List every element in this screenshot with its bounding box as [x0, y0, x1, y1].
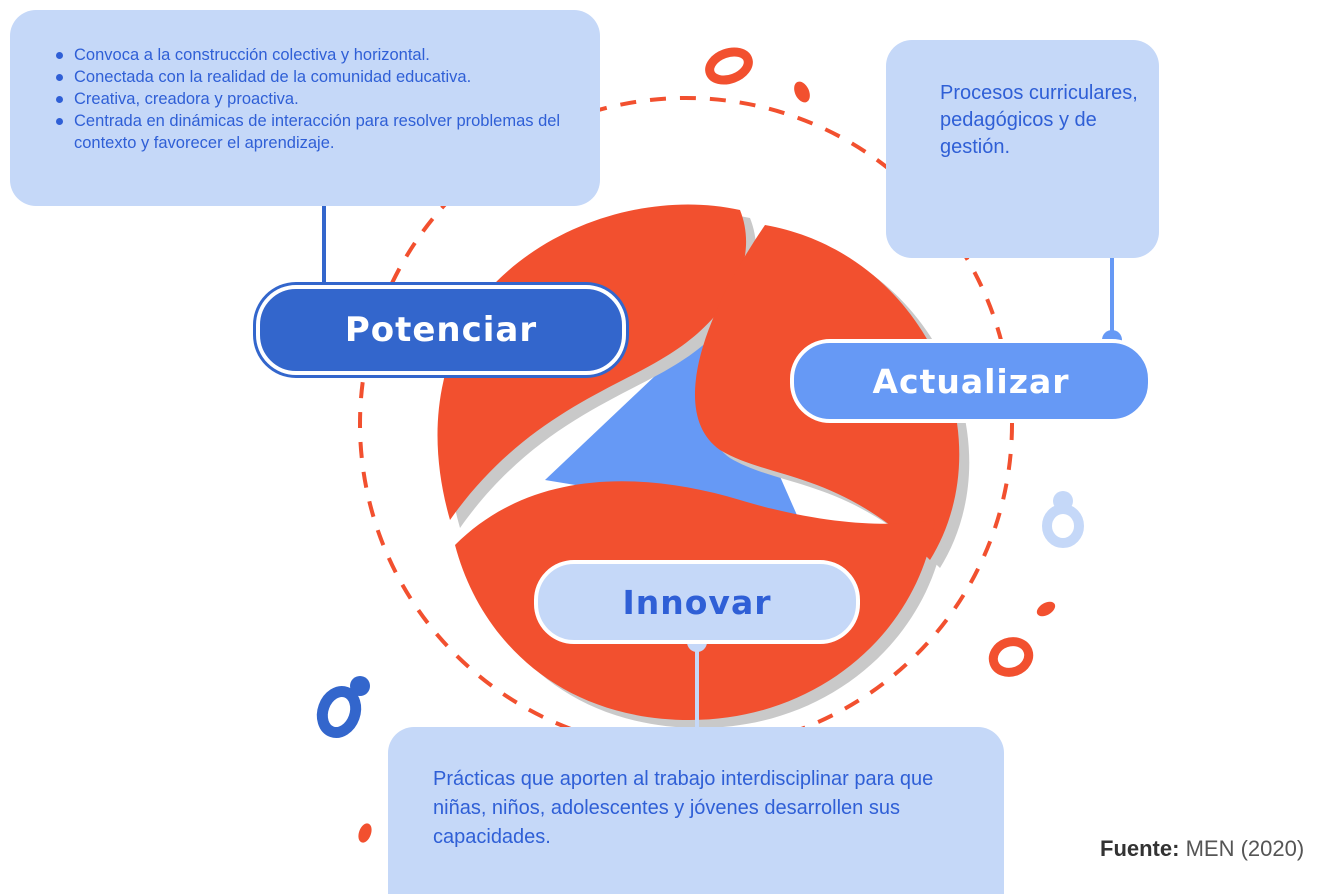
deco-ring-orange-top: [705, 47, 753, 85]
potenciar-bullet-list: Convoca a la construcción colectiva y ho…: [56, 44, 580, 154]
actualizar-label: Actualizar: [790, 339, 1152, 423]
deco-dot-orange-left: [358, 823, 372, 843]
potenciar-label: Potenciar: [256, 285, 626, 375]
innovar-description-box: Prácticas que aporten al trabajo interdi…: [388, 727, 1004, 894]
deco-dot-orange-top: [794, 81, 810, 103]
potenciar-bullet: Creativa, creadora y proactiva.: [56, 88, 580, 110]
potenciar-bullet: Convoca a la construcción colectiva y ho…: [56, 44, 580, 66]
source-prefix: Fuente:: [1100, 836, 1180, 861]
potenciar-bullet: Centrada en dinámicas de interacción par…: [56, 110, 580, 154]
deco-ring-blue-left: [316, 686, 362, 738]
innovar-label: Innovar: [534, 560, 860, 644]
deco-ring-orange-right: [988, 637, 1034, 677]
source-citation: Fuente: MEN (2020): [1100, 836, 1304, 862]
deco-ring-blue-right: [1042, 504, 1084, 548]
actualizar-description-box: Procesos curriculares, pedagógicos y de …: [886, 40, 1159, 258]
potenciar-description-box: Convoca a la construcción colectiva y ho…: [10, 10, 600, 206]
center-blue-shape: [545, 322, 800, 522]
deco-dot-orange-right: [1036, 601, 1056, 617]
source-text: MEN (2020): [1185, 836, 1305, 861]
potenciar-bullet: Conectada con la realidad de la comunida…: [56, 66, 580, 88]
